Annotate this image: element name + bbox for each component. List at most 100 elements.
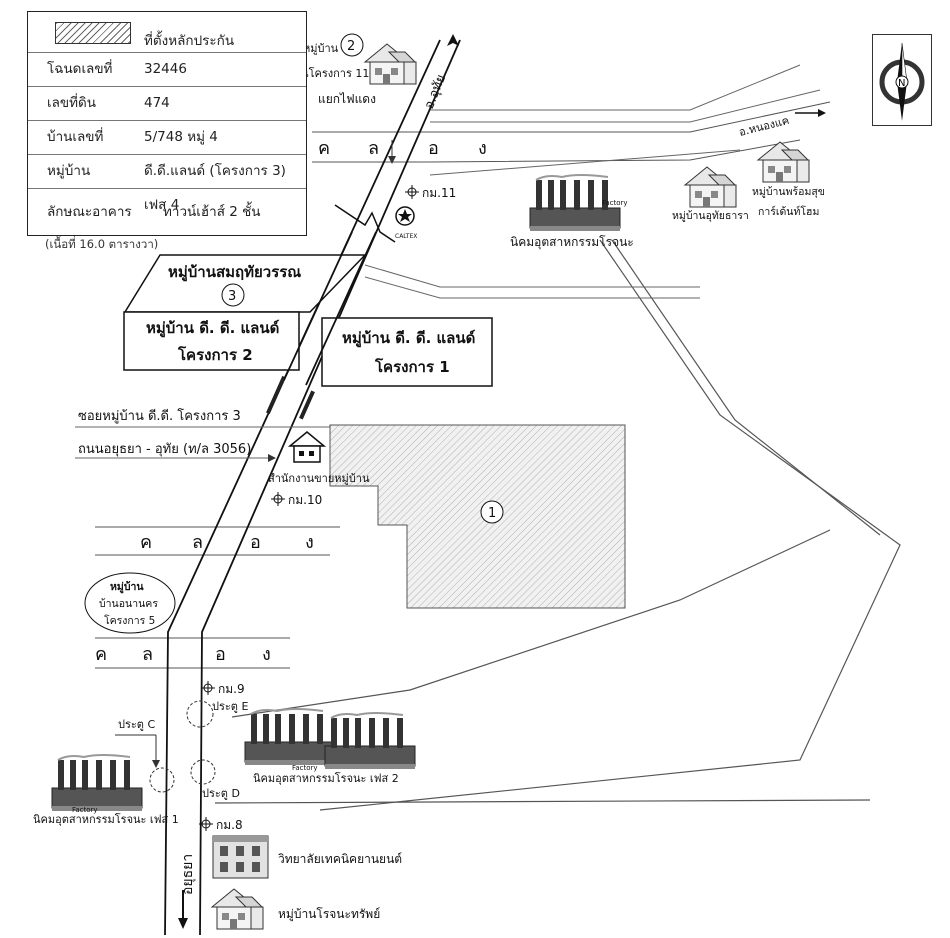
gate-c-label: ประตู C [118, 718, 155, 731]
legend-row: บ้านเลขที่ 5/748 หมู่ 4 [28, 120, 306, 155]
canal-top-char-4: ง [478, 138, 487, 159]
road-after-canal [429, 149, 741, 176]
km-10-label: กม.10 [288, 493, 322, 507]
legend-value-house-no: 5/748 หมู่ 4 [144, 129, 218, 145]
canal-mid-char-2: ล [192, 532, 203, 553]
soi-road-1 [364, 264, 700, 288]
factory-word: Factory [602, 199, 628, 207]
legend-label-land-no: เลขที่ดิน [47, 95, 97, 111]
dd-land-2-box [123, 311, 300, 371]
rojana-sap-label: หมู่บ้านโรจนะทรัพย์ [278, 907, 380, 922]
village-3-label: หมู่บ้านสมฤทัยวรรณ [168, 263, 301, 282]
ind-estate-top-label: นิคมอุตสาหกรรมโรจนะ [510, 235, 634, 250]
compass-n-label: N [898, 78, 905, 89]
village-3-number-circle [221, 283, 245, 307]
phrom-suk-label-2: การ์เด้นท์โฮม [758, 205, 819, 218]
canal-top-edge-2 [312, 139, 801, 163]
factory-icon [51, 754, 143, 812]
estate-line-e [231, 529, 831, 718]
legend-label-deed: โฉนดเลขที่ [47, 61, 113, 77]
anan-nakhon-ellipse [84, 572, 176, 634]
house-icon [757, 141, 810, 183]
village-3-box [123, 254, 367, 313]
main-road-leader-arrow [268, 454, 276, 462]
km-marker-8 [199, 817, 213, 831]
junction-label: แยกไฟแดง [318, 92, 376, 106]
tech-college-label: วิทยาลัยเทคนิคยานยนต์ [278, 852, 402, 866]
gate-c-circle [149, 767, 175, 793]
legend-value-deed: 32446 [144, 61, 187, 77]
site-number: 1 [488, 506, 496, 521]
anan-label-1: หมู่บ้าน [110, 580, 144, 594]
km-marker-11 [405, 185, 419, 199]
house-icon [364, 43, 417, 85]
anan-label-2: บ้านอนานคร [99, 598, 158, 610]
canal-low-char-4: ง [262, 644, 271, 665]
caltex-station-icon [395, 206, 415, 226]
km-marker-10 [271, 492, 285, 506]
east-direction-label: อ.หนองแค [738, 114, 791, 139]
phrom-suk-label-1: หมู่บ้านพร้อมสุข [752, 186, 825, 198]
legend-label-village: หมู่บ้าน [47, 163, 91, 179]
legend-row: หมู่บ้าน ดี.ดี.แลนด์ (โครงการ 3) เฟส 4 [28, 154, 306, 213]
canal-low-char-2: ล [142, 644, 153, 665]
km-9-label: กม.9 [218, 682, 245, 696]
south-direction-label: อยุธยา [180, 854, 196, 895]
factory-word-3: Factory [72, 806, 98, 814]
factory-icon [324, 712, 416, 770]
dd-land-1-label-2: โครงการ 1 [374, 357, 450, 376]
km-11-label: กม.11 [422, 186, 456, 200]
site-area [329, 424, 626, 609]
legend-label-building: ลักษณะอาคาร [47, 204, 132, 220]
gate-d-label: ประตู D [202, 787, 240, 800]
factory-icon [244, 708, 336, 766]
uthai-thara-label: หมู่บ้านอุทัยธารา [672, 210, 749, 222]
estate-inner-line [611, 239, 881, 536]
road-nongkhae-2 [430, 89, 821, 123]
sales-office-label: สำนักงานขายหมู่บ้าน [268, 472, 370, 485]
main-road-label: ถนนอยุธยา - อุทัย (ท/ล 3056) [78, 442, 251, 457]
canal-low-char-3: อ [215, 644, 226, 665]
south-arrow-icon [178, 918, 188, 929]
gate-d-circle [190, 759, 216, 785]
legend-row: ลักษณะอาคาร ทาวน์เฮ้าส์ 2 ชั้น [28, 188, 306, 236]
anan-label-3: โครงการ 5 [104, 614, 155, 627]
legend-title: ที่ตั้งหลักประกัน [144, 33, 235, 49]
canal-top-char-1: ค [318, 138, 332, 159]
village-2-number-circle [340, 33, 364, 57]
soi-road-2 [364, 276, 700, 299]
hatch-swatch [55, 22, 131, 44]
junction-marker [334, 204, 396, 243]
canal-mid-char-1: ค [140, 532, 152, 553]
estate-boundary-line [319, 239, 901, 811]
compass-icon: N [879, 42, 925, 121]
dd-land-1-box [321, 317, 493, 387]
legend-row: เลขที่ดิน 474 [28, 86, 306, 121]
village-2-number: 2 [347, 39, 355, 54]
legend-value-building: ทาวน์เฮ้าส์ 2 ชั้น [163, 204, 261, 220]
factory-word-2: Factory [292, 764, 318, 772]
canal-mid-char-3: อ [250, 532, 261, 553]
legend-row: โฉนดเลขที่ 32446 [28, 52, 306, 87]
dd-land-1-label-1: หมู่บ้าน ดี. ดี. แลนด์ [342, 329, 475, 348]
north-arrow-icon [447, 34, 459, 46]
site-number-circle [480, 500, 504, 524]
house-icon [211, 888, 264, 930]
gate-e-label: ประตู E [212, 700, 248, 713]
canal-top-char-2: ล [368, 138, 379, 159]
km-marker-9 [201, 681, 215, 695]
sales-office-icon [287, 431, 327, 463]
village-2-label-1: หมู่บ้าน [303, 42, 339, 55]
km-8-label: กม.8 [216, 818, 243, 832]
legend-label-house-no: บ้านเลขที่ [47, 129, 104, 145]
legend-value-village: ดี.ดี.แลนด์ (โครงการ 3) เฟส 4 [144, 163, 286, 213]
compass-box: N [872, 34, 932, 126]
canal-low-char-1: ค [95, 644, 107, 665]
dd-land-2-label-2: โครงการ 2 [177, 345, 253, 364]
canal-top-edge [312, 101, 831, 133]
gate-e-circle [186, 700, 214, 728]
north-direction-label: อ.อุทัย [422, 73, 449, 112]
collateral-legend-box: ที่ตั้งหลักประกัน โฉนดเลขที่ 32446 เลขที… [27, 11, 307, 236]
soi-label: ซอยหมู่บ้าน ดี.ดี. โครงการ 3 [78, 408, 241, 424]
